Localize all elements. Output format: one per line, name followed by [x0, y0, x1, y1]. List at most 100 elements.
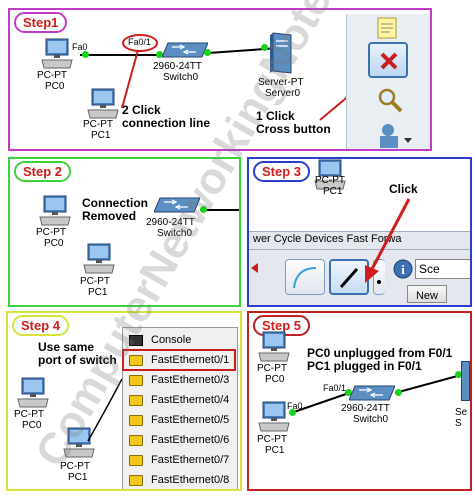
switch0-icon[interactable] [349, 385, 395, 401]
curved-cable-icon [293, 267, 317, 289]
menu-item-label: Console [151, 334, 192, 346]
pc1-name: PC1 [91, 130, 111, 141]
note-click-cross-button: 1 Click Cross button [256, 109, 331, 136]
copper-straight-through-button[interactable] [329, 259, 369, 295]
connection-type-auto-button[interactable] [285, 259, 325, 295]
pc0-name: PC0 [22, 420, 42, 431]
cable-to-menu [87, 378, 123, 442]
pc1-type: PC-PT [315, 175, 345, 186]
menu-item-fastethernet0-1[interactable]: FastEthernet0/1 [122, 349, 236, 371]
pc0-icon[interactable] [16, 377, 50, 409]
step4-badge: Step 4 [12, 315, 70, 336]
delete-button[interactable] [368, 42, 408, 78]
server-partial-label: Se S [455, 407, 468, 429]
small-red-arrow-icon [251, 263, 258, 273]
menu-item-label: FastEthernet0/6 [151, 434, 230, 446]
menu-item-console[interactable]: Console [123, 330, 235, 350]
server0-icon[interactable] [270, 32, 292, 74]
link-light [204, 49, 211, 56]
pc0-icon[interactable] [40, 38, 74, 70]
annotation-arrow [365, 198, 411, 283]
link-light [345, 389, 352, 396]
menu-item-fastethernet0-7[interactable]: FastEthernet0/7 [123, 450, 235, 470]
pc0-icon[interactable] [257, 331, 291, 363]
step5-panel: Step 5 PC-PT PC0 PC0 unplugged from F0/1… [247, 311, 472, 491]
step2-badge: Step 2 [14, 161, 72, 182]
menu-item-label: FastEthernet0/7 [151, 454, 230, 466]
step1-badge: Step1 [14, 12, 68, 33]
switch0-name: Switch0 [353, 414, 389, 425]
note-connection-removed: Connection Removed [82, 196, 148, 223]
ethernet-port-icon [129, 474, 143, 486]
new-scenario-button[interactable]: New [407, 285, 447, 303]
step3-badge: Step 3 [253, 161, 311, 182]
pc1-name: PC1 [265, 445, 285, 456]
pc1-icon[interactable] [257, 401, 291, 433]
menu-item-label: FastEthernet0/3 [151, 374, 230, 386]
pc0-type: PC-PT [257, 363, 287, 374]
pc1-name: PC1 [88, 287, 108, 298]
switch0-icon[interactable] [162, 42, 208, 58]
server-partial-icon[interactable] [461, 361, 470, 401]
switch0-icon[interactable] [154, 197, 200, 213]
toolbar-divider [249, 249, 470, 250]
pc1-icon[interactable] [86, 88, 120, 120]
server0-type: Server-PT [258, 77, 304, 88]
menu-item-label: FastEthernet0/8 [151, 474, 230, 486]
port-label-fa0-1: Fa0/1 [323, 383, 347, 393]
switch0-name: Switch0 [163, 72, 199, 83]
pc1-type: PC-PT [257, 434, 287, 445]
link-light [455, 371, 462, 378]
pc0-type: PC-PT [36, 227, 66, 238]
pc0-name: PC0 [265, 374, 285, 385]
port-label-fa0: Fa0 [287, 401, 303, 411]
port-selection-menu: Console FastEthernet0/1 FastEthernet0/3 … [122, 327, 238, 489]
info-icon[interactable]: i [393, 259, 413, 279]
inspect-magnifier-icon[interactable] [376, 86, 404, 114]
link-light [289, 409, 296, 416]
connection-line-switch-server[interactable] [200, 209, 239, 211]
pc1-icon[interactable] [82, 243, 116, 275]
resize-shape-icon[interactable] [374, 120, 414, 150]
ethernet-port-icon [129, 354, 143, 366]
connection-line-pc1-switch[interactable] [249, 313, 472, 491]
toolbar-menu-text[interactable]: wer Cycle Devices Fast Forwa [253, 233, 402, 245]
delete-x-icon [380, 52, 398, 70]
menu-item-label: FastEthernet0/5 [151, 414, 230, 426]
switch0-type: 2960-24TT [153, 61, 202, 72]
menu-item-label: FastEthernet0/4 [151, 394, 230, 406]
pc1-icon[interactable] [313, 159, 347, 191]
console-port-icon [129, 334, 143, 346]
step2-panel: Step 2 PC-PT PC0 Connection Removed 2960… [8, 157, 241, 307]
note-click-connection-line: 2 Click connection line [122, 103, 211, 130]
link-light [395, 389, 402, 396]
step1-panel: Step1 PC-PT PC0 Fa0 Fa0/1 2960-24TT Swit… [8, 8, 432, 151]
menu-item-fastethernet0-4[interactable]: FastEthernet0/4 [123, 390, 235, 410]
port-highlight-circle [122, 34, 158, 52]
port-label-fa0: Fa0 [72, 42, 88, 52]
pc1-name: PC1 [68, 472, 88, 483]
ethernet-port-icon [129, 454, 143, 466]
ethernet-port-icon [129, 394, 143, 406]
pc0-name: PC0 [44, 238, 64, 249]
note-icon[interactable] [376, 16, 398, 40]
straight-cable-icon [339, 268, 359, 288]
server0-name: Server0 [265, 88, 301, 99]
scenario-select[interactable]: Sce [415, 259, 470, 279]
pc0-type: PC-PT [37, 70, 67, 81]
pc0-icon[interactable] [38, 195, 72, 227]
dot-icon [377, 280, 381, 284]
link-light [156, 51, 163, 58]
menu-item-fastethernet0-5[interactable]: FastEthernet0/5 [123, 410, 235, 430]
menu-item-fastethernet0-8[interactable]: FastEthernet0/8 [123, 470, 235, 489]
menu-item-fastethernet0-3[interactable]: FastEthernet0/3 [123, 370, 235, 390]
click-label: Click [389, 182, 418, 196]
pc1-icon[interactable] [62, 427, 96, 459]
menu-item-fastethernet0-6[interactable]: FastEthernet0/6 [123, 430, 235, 450]
new-label: New [415, 290, 438, 302]
pc0-type: PC-PT [14, 409, 44, 420]
pc1-name: PC1 [323, 186, 343, 197]
link-light [82, 51, 89, 58]
cable-option-partial-button[interactable] [373, 259, 385, 295]
connection-line-pc0-switch[interactable] [80, 54, 166, 56]
